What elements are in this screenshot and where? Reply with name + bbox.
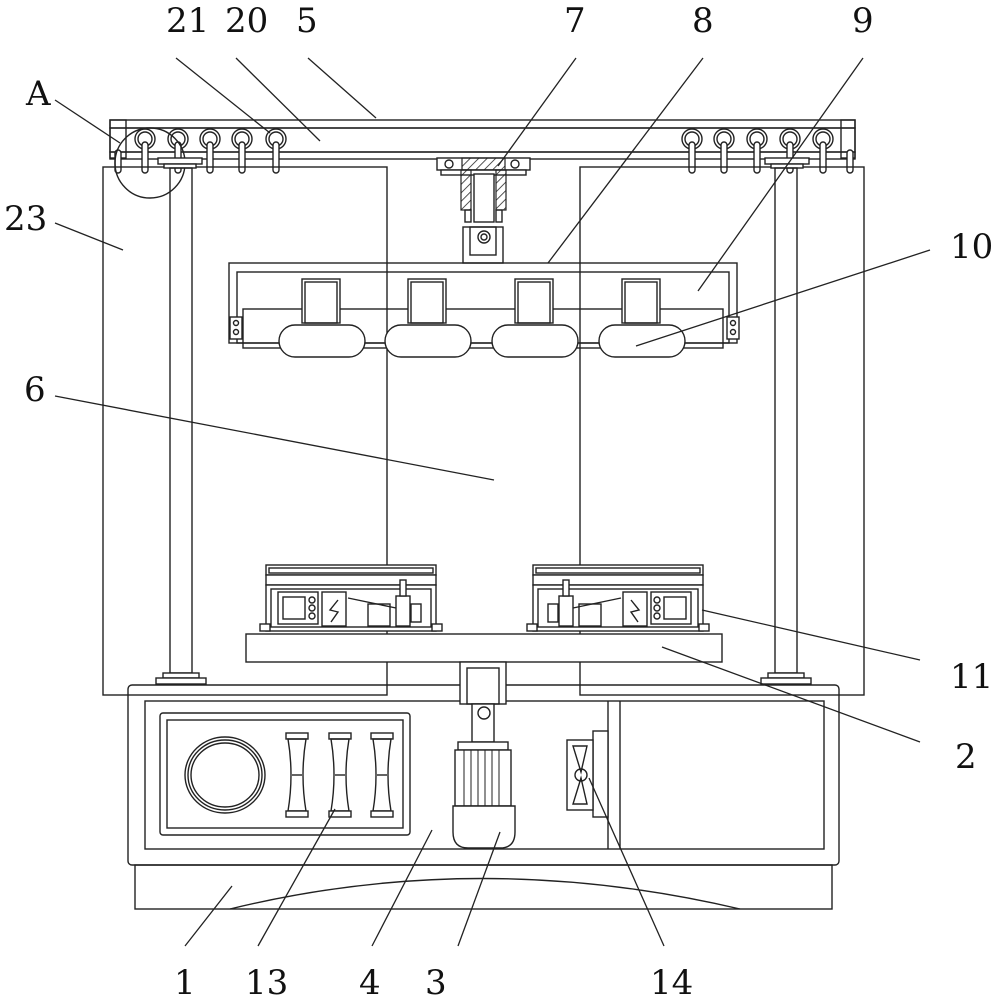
label-20: 20 (225, 1, 268, 41)
label-8: 8 (692, 1, 714, 41)
label-14: 14 (650, 963, 693, 1000)
right-column (760, 157, 812, 685)
left-curtain-frame (102, 166, 388, 696)
leader-lines (54, 57, 931, 947)
label-23: 23 (4, 199, 47, 239)
spray-frame (228, 262, 740, 349)
control-knob (285, 732, 309, 818)
roller-hook (199, 128, 221, 174)
clamp-unit-right (526, 564, 710, 632)
label-10: 10 (950, 227, 993, 267)
spray-nozzle (278, 278, 366, 358)
spray-nozzle (384, 278, 472, 358)
edge-hook (846, 149, 854, 174)
roller-hook (134, 128, 156, 174)
lifting-cylinder (436, 157, 531, 264)
label-9: 9 (852, 1, 874, 41)
label-7: 7 (564, 1, 586, 41)
left-column (155, 157, 207, 685)
label-11: 11 (950, 657, 993, 697)
spray-nozzles (278, 278, 686, 358)
exhaust-fan (566, 730, 609, 818)
spray-nozzle (491, 278, 579, 358)
label-21: 21 (166, 1, 209, 41)
work-table (245, 633, 723, 663)
spray-nozzle (598, 278, 686, 358)
clamp-unit-left (259, 564, 443, 632)
label-a: A (25, 74, 51, 114)
control-knob (328, 732, 352, 818)
label-2: 2 (955, 737, 977, 777)
label-4: 4 (359, 963, 381, 1000)
label-6: 6 (24, 370, 46, 410)
label-13: 13 (245, 963, 288, 1000)
control-knob (370, 732, 394, 818)
label-3: 3 (425, 963, 447, 1000)
roller-hook (265, 128, 287, 174)
control-panel (159, 712, 411, 836)
roller-hook (681, 128, 703, 174)
right-curtain-frame (579, 166, 865, 696)
label-1: 1 (174, 963, 196, 1000)
part-labels: A 21 20 5 7 8 9 10 23 6 11 2 1 13 4 3 14 (4, 1, 993, 1000)
motor (452, 661, 516, 849)
control-knobs (285, 732, 394, 818)
top-rail (109, 119, 856, 160)
label-5: 5 (296, 1, 318, 41)
roller-hook (231, 128, 253, 174)
roller-hook (713, 128, 735, 174)
roller-hook (746, 128, 768, 174)
roller-hook (812, 128, 834, 174)
